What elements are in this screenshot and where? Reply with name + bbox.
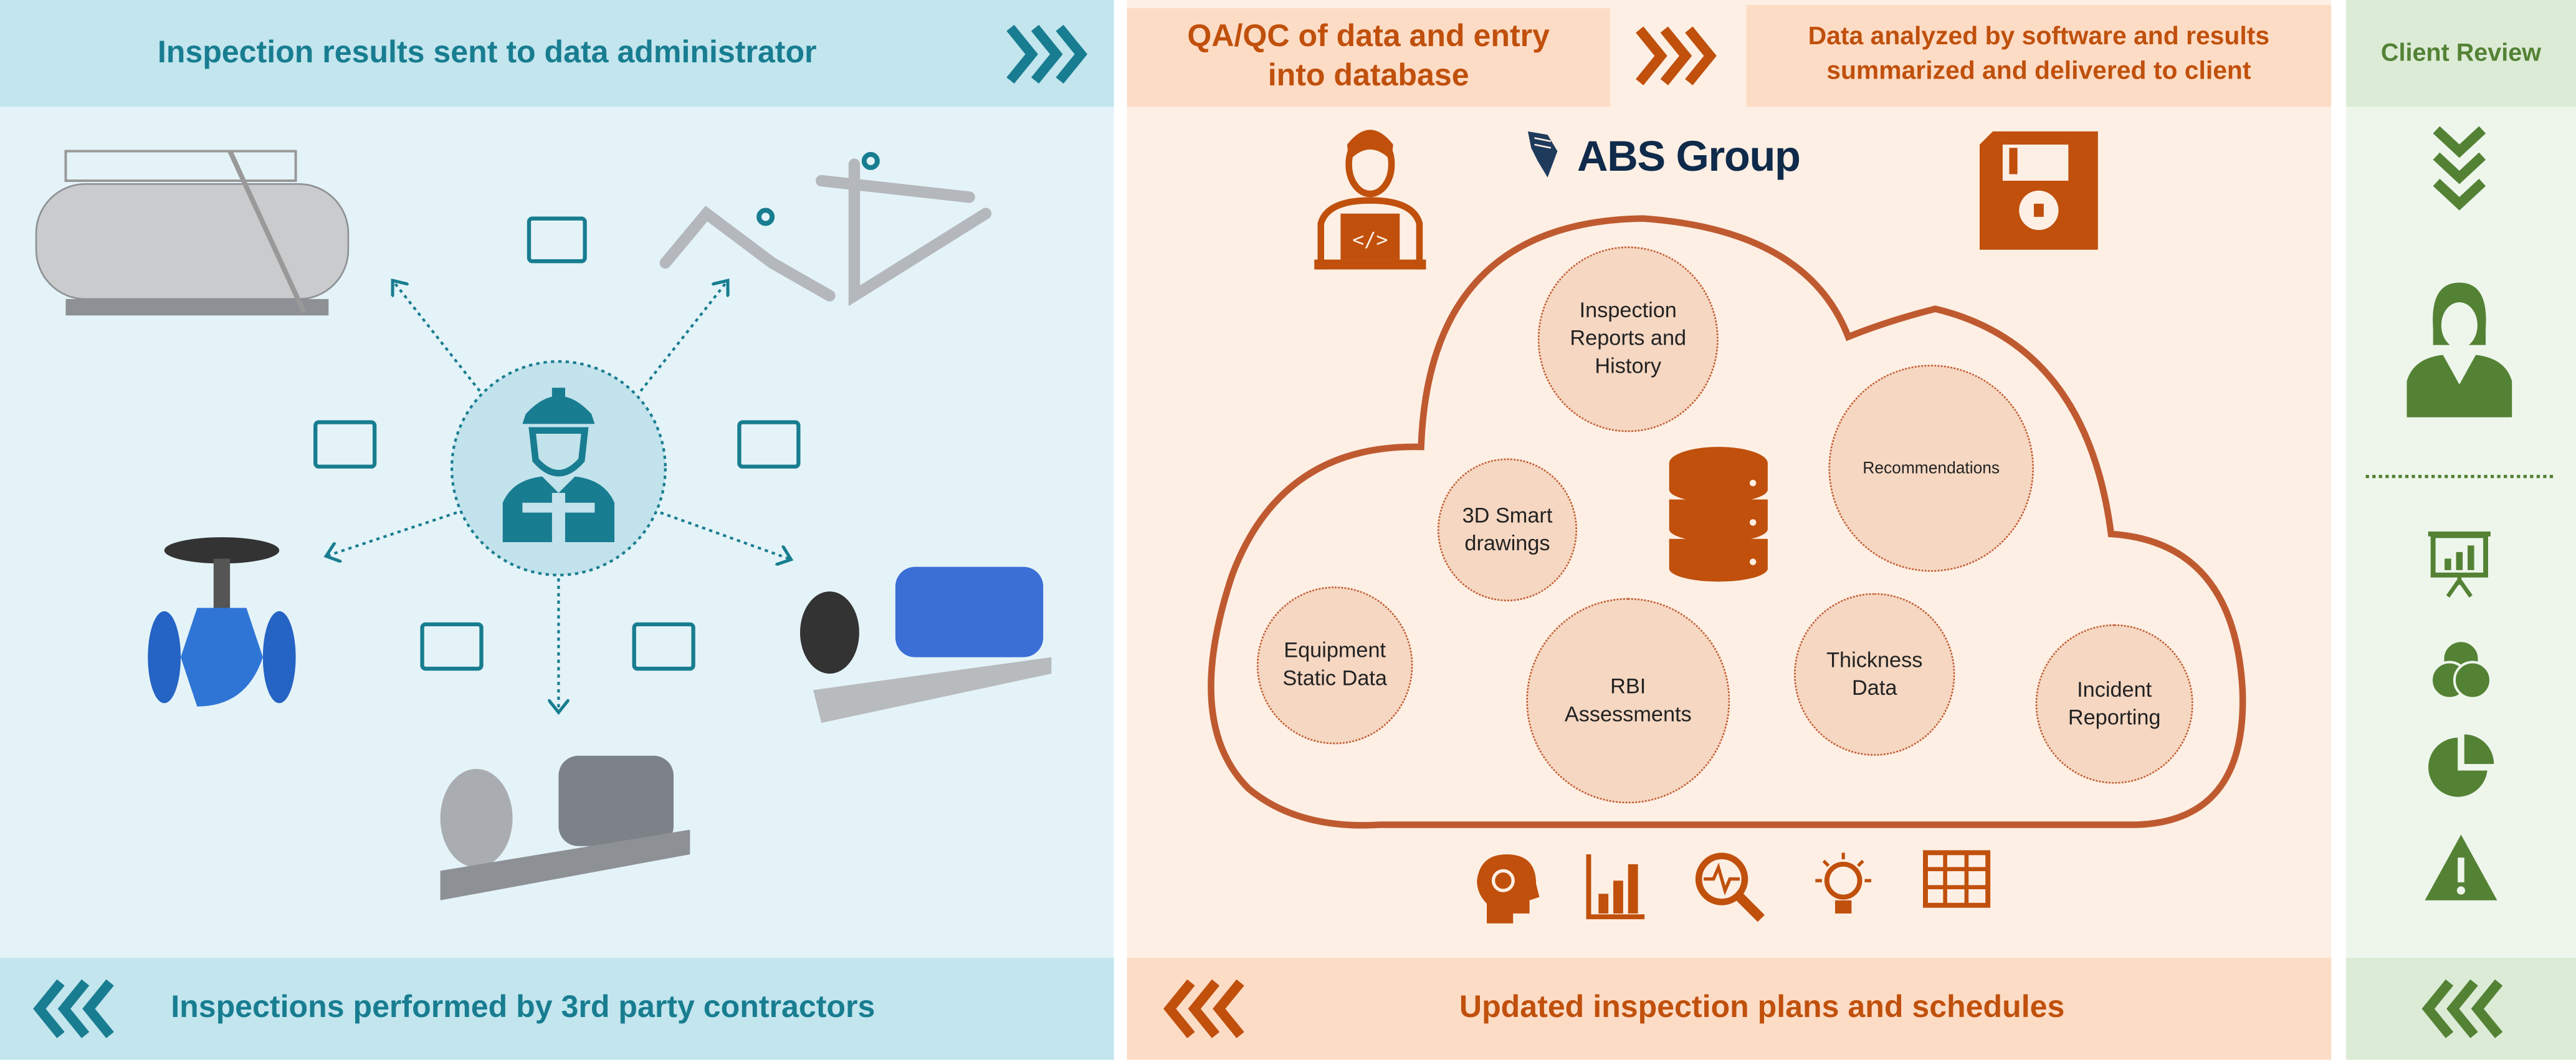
chevron-left-icon: [1163, 979, 1244, 1038]
qaqc-header-text: QA/QC of data and entry into database: [1187, 20, 1550, 94]
valve-image: [148, 537, 296, 707]
chevron-down-icon: [2433, 126, 2486, 211]
database-icon: [1669, 447, 1768, 582]
head-lightbulb-icon: [1477, 854, 1540, 924]
motor-pump-image: [799, 566, 1052, 723]
qaqc-header: QA/QC of data and entry into database: [1127, 8, 1610, 107]
presentation-chart-icon: [2428, 531, 2491, 598]
cloud-item-3d-smart-drawings: 3D Smart drawings: [1437, 458, 1578, 601]
logo-text: ABS Group: [1577, 130, 1801, 180]
svg-text:</>: </>: [1352, 229, 1388, 251]
worker-icon: [502, 388, 615, 543]
divider: [2365, 474, 2554, 479]
client-review-text: Client Review: [2380, 39, 2542, 68]
cloud-outline: [1208, 215, 2246, 829]
floppy-disk-icon: [1979, 131, 2098, 250]
left-footer-text: Inspections performed by 3rd party contr…: [171, 990, 875, 1026]
warning-icon: [2425, 834, 2497, 900]
cloud-item-thickness-data: Thickness Data: [1794, 593, 1955, 756]
client-review-header: Client Review: [2345, 0, 2576, 107]
analysis-tools-row: [1471, 850, 2013, 925]
lightbulb-icon: [1815, 852, 1871, 914]
abs-group-logo: ABS Group: [1525, 128, 1801, 184]
arrow-to-motor: [660, 511, 789, 559]
tablet-icons: [313, 216, 801, 671]
chevron-left-icon: [2421, 979, 2503, 1038]
middle-footer-text: Updated inspection plans and schedules: [1459, 990, 2065, 1026]
centrifugal-pump-image: [440, 755, 690, 900]
analysis-header-text: Data analyzed by software and results su…: [1808, 23, 2270, 86]
client-woman-icon: [2407, 282, 2512, 418]
middle-footer: Updated inspection plans and schedules: [1127, 958, 2332, 1060]
chevron-right-icon: [1006, 24, 1088, 84]
bar-chart-icon: [1586, 854, 1645, 920]
magnifier-pulse-icon: [1695, 852, 1765, 922]
cloud-item-recommendations: Recommendations: [1828, 365, 2034, 572]
left-header-text: Inspection results sent to data administ…: [157, 35, 817, 70]
arrow-to-valve: [328, 511, 457, 556]
storage-tank-image: [35, 150, 350, 316]
arrow-to-tank: [394, 282, 481, 392]
table-grid-icon: [1923, 850, 1991, 908]
pie-chart-icon: [2428, 734, 2494, 797]
left-footer: Inspections performed by 3rd party contr…: [0, 958, 1114, 1060]
eagle-logo-icon: [1527, 131, 1558, 178]
developer-icon: </>: [1314, 130, 1426, 270]
piping-image: [659, 151, 992, 307]
venn-diagram-icon: [2430, 639, 2492, 700]
arrow-to-pipes: [639, 282, 726, 392]
cloud-item-equipment-static-data: Equipment Static Data: [1256, 586, 1413, 745]
analysis-header: Data analyzed by software and results su…: [1746, 4, 2332, 107]
chevron-left-icon: [33, 979, 114, 1038]
contractor-network: [35, 150, 1052, 900]
right-footer: [2345, 958, 2576, 1060]
cloud-item-inspection-reports: Inspection Reports and History: [1537, 246, 1719, 432]
left-header: Inspection results sent to data administ…: [0, 0, 1114, 107]
cloud-item-rbi-assessments: RBI Assessments: [1526, 598, 1730, 804]
cloud-item-incident-reporting: Incident Reporting: [2035, 624, 2193, 784]
chevron-right-icon: [1636, 26, 1717, 85]
